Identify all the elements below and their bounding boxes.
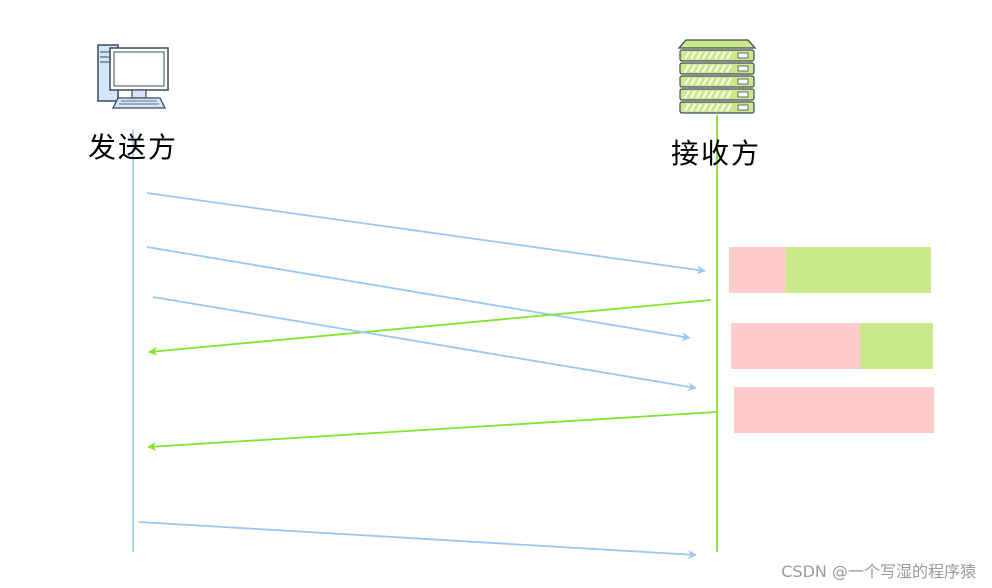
ack-message-2 <box>147 411 717 451</box>
watermark: CSDN @一个写湿的程序猿 <box>781 562 976 581</box>
sender-label: 发送方 <box>88 131 179 164</box>
server-icon <box>677 39 757 114</box>
computer-icon <box>97 44 169 109</box>
buffer-bar-3 <box>734 387 934 433</box>
data-message-3 <box>152 296 697 392</box>
receiver-label: 接收方 <box>671 137 762 170</box>
ack-message-1 <box>148 299 712 356</box>
data-message-1 <box>146 192 706 275</box>
data-message-2 <box>146 246 691 342</box>
buffer-bar-2 <box>731 323 933 369</box>
data-message-4 <box>138 521 697 560</box>
buffer-bar-1 <box>729 247 931 293</box>
